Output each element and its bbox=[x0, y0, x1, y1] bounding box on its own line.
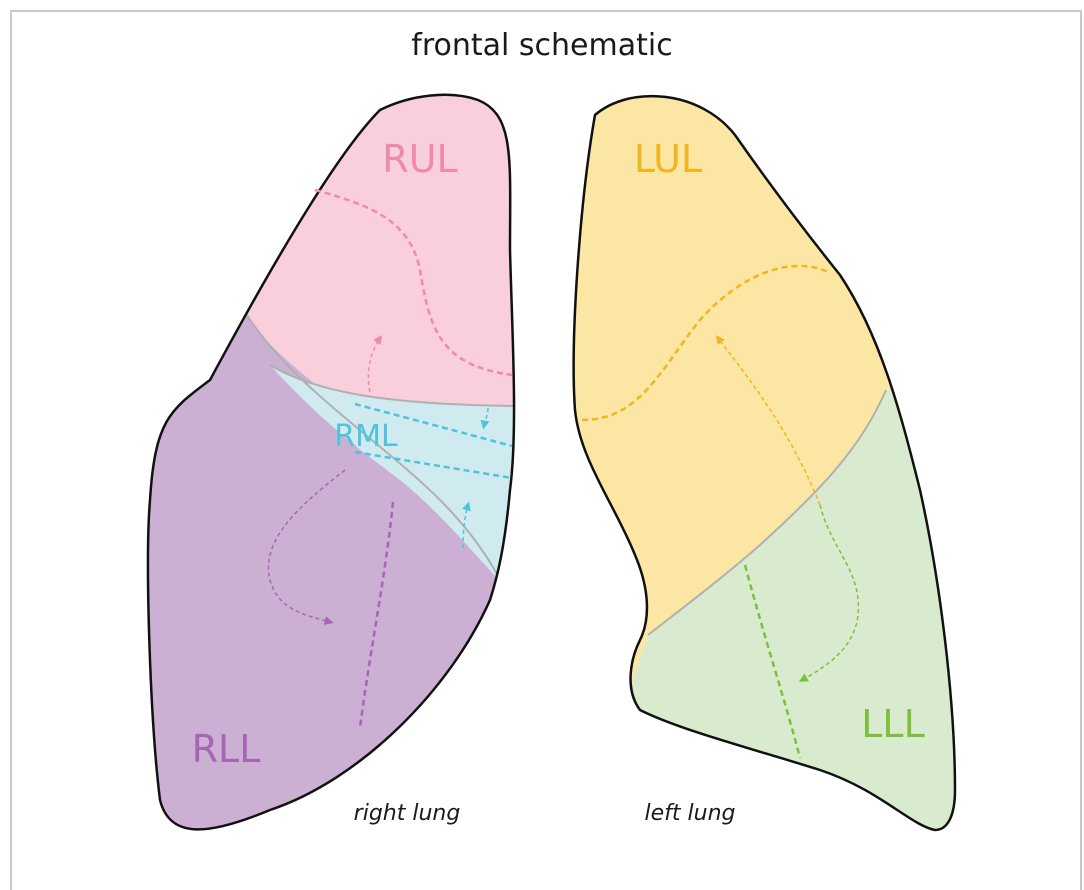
rul-label: RUL bbox=[382, 137, 457, 181]
lul-label: LUL bbox=[634, 137, 702, 181]
rml-label: RML bbox=[334, 419, 398, 454]
right-lung-label: right lung bbox=[354, 801, 461, 826]
rll-label: RLL bbox=[192, 727, 261, 771]
right-lung: RUL RML RLL right lung bbox=[100, 60, 560, 882]
lll-label: LLL bbox=[861, 702, 925, 746]
left-lung: LUL LLL left lung bbox=[550, 60, 990, 882]
left-lung-label: left lung bbox=[645, 801, 736, 826]
